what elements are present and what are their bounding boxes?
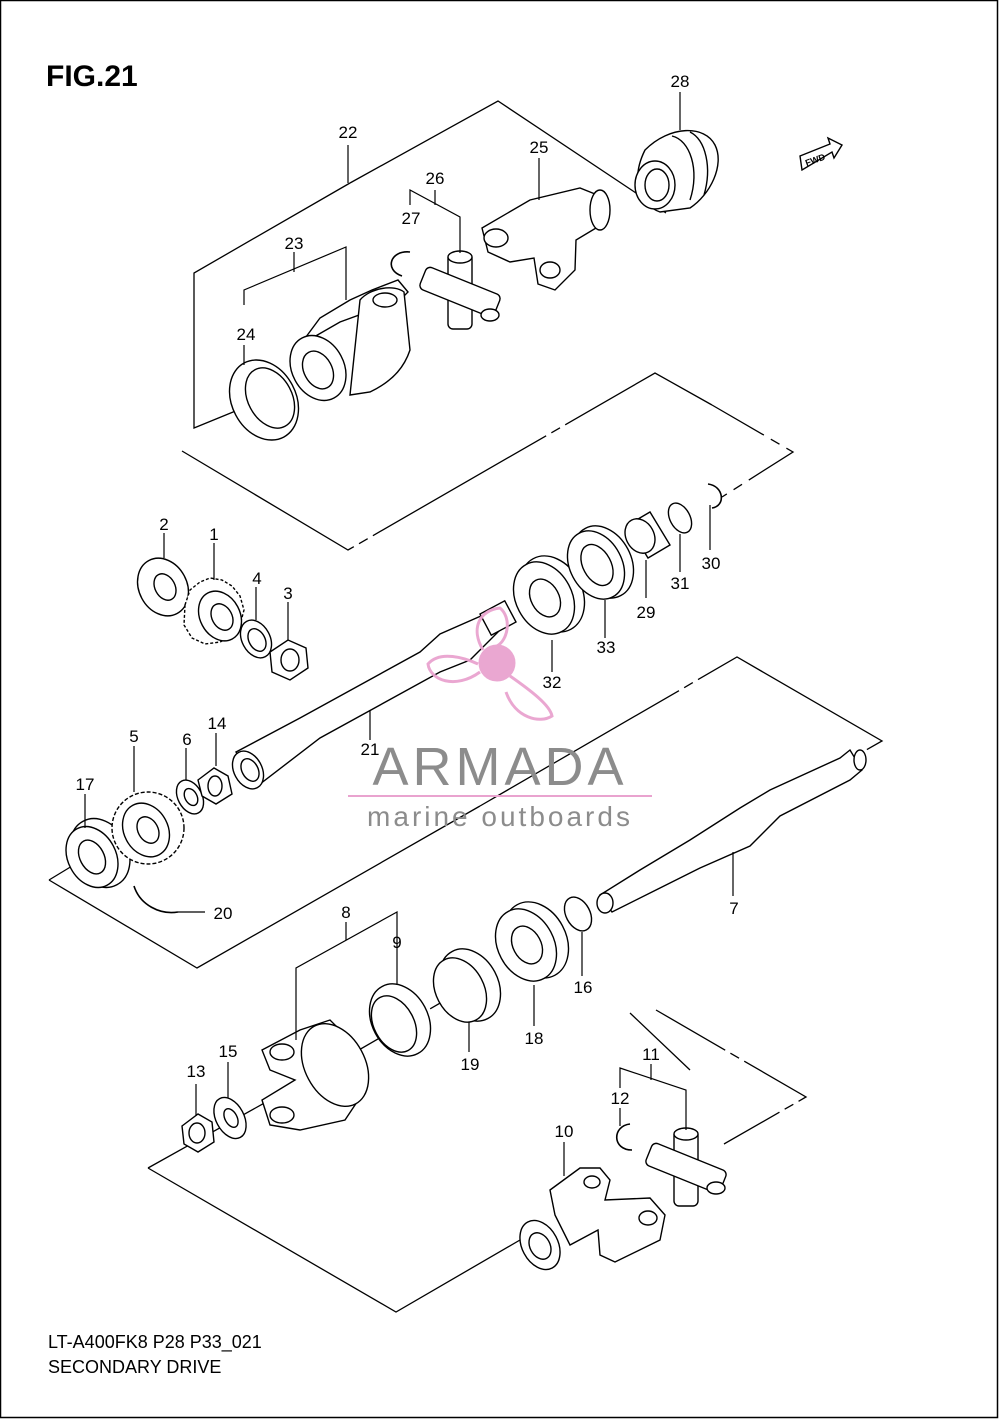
callout-6: 6	[182, 730, 191, 749]
part-14-nut	[197, 767, 233, 805]
part-26-cross-joint	[419, 250, 501, 330]
callout-3: 3	[283, 584, 292, 603]
callout-7: 7	[729, 899, 738, 918]
callout-5: 5	[129, 727, 138, 746]
callout-18: 18	[525, 1029, 544, 1048]
part-4-washer	[239, 619, 273, 659]
part-31-o-ring	[667, 502, 693, 534]
callout-27: 27	[402, 209, 421, 228]
callout-1: 1	[209, 525, 218, 544]
callout-26: 26	[426, 169, 445, 188]
callout-17: 17	[76, 775, 95, 794]
part-5-gear	[111, 791, 185, 865]
part-10-yoke	[519, 1167, 666, 1271]
part-21-shaft	[231, 599, 517, 790]
callout-20: 20	[214, 904, 233, 923]
watermark-logo	[426, 606, 554, 721]
watermark-tagline: marine outboards	[367, 801, 633, 832]
callout-11: 11	[642, 1045, 660, 1064]
part-32-bearing	[512, 555, 586, 635]
part-28-boot	[634, 129, 719, 213]
callout-25: 25	[530, 138, 549, 157]
callout-15: 15	[219, 1042, 238, 1061]
callout-19: 19	[461, 1055, 480, 1074]
part-3-nut	[269, 639, 309, 681]
part-15-washer	[213, 1096, 247, 1140]
callout-21: 21	[361, 740, 380, 759]
part-8-yoke	[261, 1019, 370, 1131]
callout-23: 23	[285, 234, 304, 253]
callout-10: 10	[555, 1122, 574, 1141]
callout-28: 28	[671, 72, 690, 91]
callout-13: 13	[187, 1062, 206, 1081]
part-9-seal	[368, 983, 432, 1057]
part-25-yoke	[481, 187, 611, 291]
part-29-spacer	[624, 511, 671, 559]
callout-9: 9	[392, 933, 401, 952]
part-16-o-ring	[563, 896, 593, 932]
model-code: LT-A400FK8 P28 P33_021	[48, 1332, 262, 1352]
part-2-washer	[136, 557, 190, 617]
callout-32: 32	[543, 673, 562, 692]
part-12-circlip	[615, 1123, 633, 1151]
leader-lines	[84, 92, 734, 1176]
part-30-circlip	[707, 483, 723, 509]
callout-31: 31	[671, 574, 690, 593]
callout-29: 29	[637, 603, 656, 622]
callout-16: 16	[574, 978, 593, 997]
figure-title: FIG.21	[46, 60, 138, 93]
part-19-seal	[432, 948, 502, 1023]
part-18-bearing	[494, 901, 570, 982]
callout-22: 22	[339, 123, 358, 142]
part-27-circlip	[390, 251, 411, 277]
part-23-yoke	[289, 279, 411, 402]
part-13-nut	[181, 1113, 215, 1153]
watermark-brand: ARMADA	[372, 737, 627, 797]
callout-14: 14	[208, 714, 227, 733]
part-20-circlip	[133, 885, 179, 914]
callout-2: 2	[159, 515, 168, 534]
part-7-drive-shaft	[596, 748, 867, 914]
part-1-bevel-gear	[183, 577, 245, 645]
section-name: SECONDARY DRIVE	[48, 1357, 222, 1377]
callout-12: 12	[611, 1089, 630, 1108]
callout-4: 4	[252, 569, 261, 588]
callout-labels: 1 2 3 4 5 6 7 8 9 10 11 12 13 14 15 16 1…	[76, 72, 739, 1141]
callout-24: 24	[237, 325, 256, 344]
callout-8: 8	[341, 903, 350, 922]
callout-33: 33	[597, 638, 616, 657]
part-33-seal	[566, 525, 635, 600]
callout-30: 30	[702, 554, 721, 573]
